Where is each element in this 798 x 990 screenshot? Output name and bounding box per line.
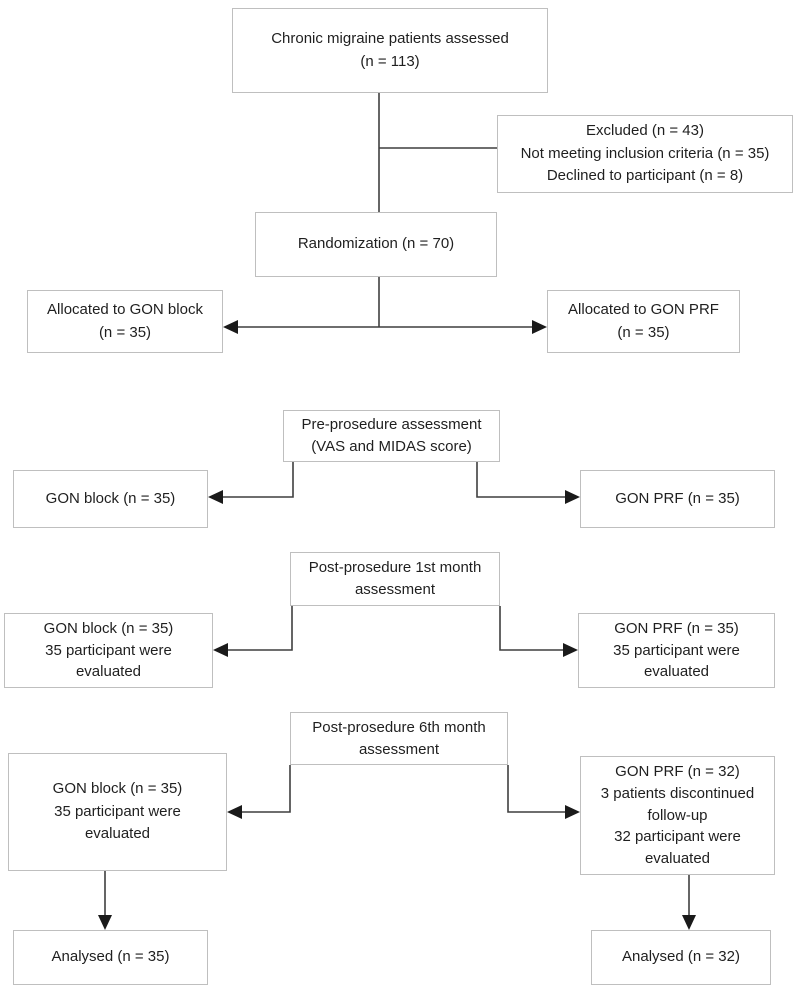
connector-1m-to-gon-block [217, 606, 293, 651]
box-gon-prf-1m: GON PRF (n = 35) 35 participant were eva… [578, 613, 775, 688]
box-gon-prf-6m: GON PRF (n = 32) 3 patients discontinued… [580, 756, 775, 875]
arrowhead-1m-gon-block [213, 643, 228, 657]
arrowhead-analysed-prf [682, 915, 696, 930]
arrowhead-pre-gon-block [208, 490, 223, 504]
arrowhead-analysed-block [98, 915, 112, 930]
connector-pre-to-gon-block [212, 462, 294, 498]
arrowhead-6m-gon-block [227, 805, 242, 819]
arrowhead-6m-gon-prf [565, 805, 580, 819]
box-gon-prf-pre: GON PRF (n = 35) [580, 470, 775, 528]
arrowhead-left-allocated-block [223, 320, 238, 334]
connector-6m-to-gon-block [231, 765, 291, 813]
connector-1m-to-gon-prf [499, 606, 574, 651]
connector-6m-to-gon-prf [507, 765, 576, 813]
box-allocated-gon-prf: Allocated to GON PRF (n = 35) [547, 290, 740, 353]
box-post-6th-month-assessment: Post-prosedure 6th month assessment [290, 712, 508, 765]
arrowhead-right-allocated-prf [532, 320, 547, 334]
connector-pre-to-gon-prf [476, 462, 576, 498]
box-assessed: Chronic migraine patients assessed (n = … [232, 8, 548, 93]
box-gon-block-1m: GON block (n = 35) 35 participant were e… [4, 613, 213, 688]
box-randomization: Randomization (n = 70) [255, 212, 497, 277]
box-analysed-prf: Analysed (n = 32) [591, 930, 771, 985]
box-gon-block-pre: GON block (n = 35) [13, 470, 208, 528]
box-pre-procedure-assessment: Pre-prosedure assessment (VAS and MIDAS … [283, 410, 500, 462]
arrowhead-1m-gon-prf [563, 643, 578, 657]
box-post-1st-month-assessment: Post-prosedure 1st month assessment [290, 552, 500, 606]
box-excluded: Excluded (n = 43) Not meeting inclusion … [497, 115, 793, 193]
box-allocated-gon-block: Allocated to GON block (n = 35) [27, 290, 223, 353]
box-gon-block-6m: GON block (n = 35) 35 participant were e… [8, 753, 227, 871]
arrowhead-pre-gon-prf [565, 490, 580, 504]
box-analysed-block: Analysed (n = 35) [13, 930, 208, 985]
